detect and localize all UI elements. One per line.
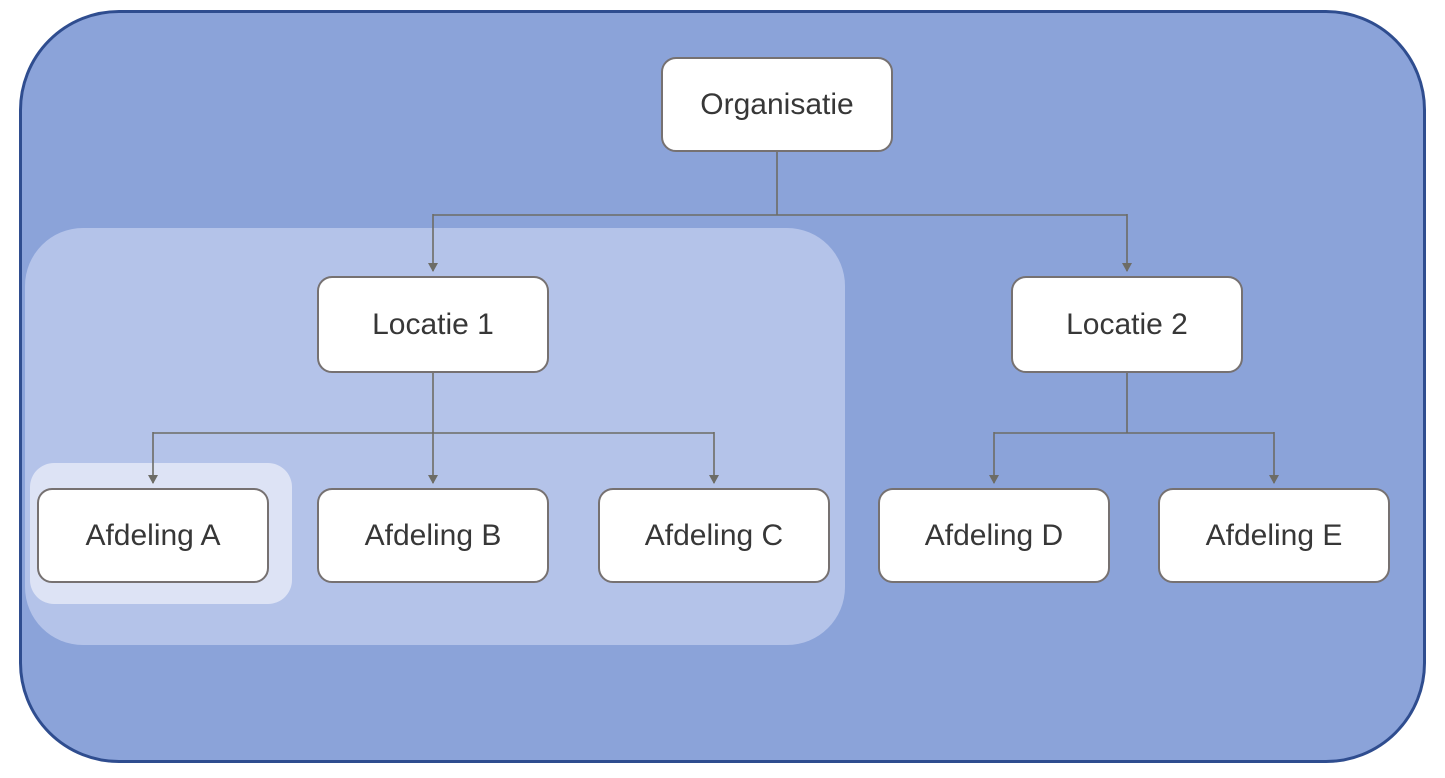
node-afdeling-e-label: Afdeling E: [1205, 518, 1343, 552]
node-locatie-2[interactable]: Locatie 2: [1011, 276, 1243, 373]
node-locatie-1[interactable]: Locatie 1: [317, 276, 549, 373]
node-afdeling-d[interactable]: Afdeling D: [878, 488, 1110, 583]
node-organisatie-label: Organisatie: [700, 87, 854, 121]
node-afdeling-e[interactable]: Afdeling E: [1158, 488, 1390, 583]
node-locatie-2-label: Locatie 2: [1066, 307, 1188, 341]
node-afdeling-a-label: Afdeling A: [85, 518, 221, 552]
node-afdeling-a[interactable]: Afdeling A: [37, 488, 269, 583]
node-afdeling-c[interactable]: Afdeling C: [598, 488, 830, 583]
node-afdeling-c-label: Afdeling C: [644, 518, 784, 552]
node-locatie-1-label: Locatie 1: [372, 307, 494, 341]
node-afdeling-d-label: Afdeling D: [924, 518, 1064, 552]
node-afdeling-b[interactable]: Afdeling B: [317, 488, 549, 583]
node-afdeling-b-label: Afdeling B: [364, 518, 502, 552]
node-organisatie[interactable]: Organisatie: [661, 57, 893, 152]
